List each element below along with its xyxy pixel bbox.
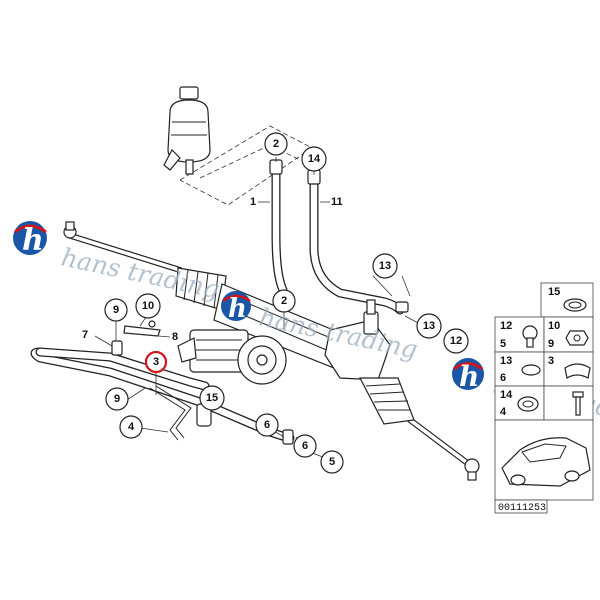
legend-reference-number: 00111253 xyxy=(498,503,546,514)
svg-text:13: 13 xyxy=(423,320,435,332)
callout-3[interactable]: 3 xyxy=(144,350,168,374)
fluid-reservoir xyxy=(163,86,211,175)
legend-panel: 15 12 5 10 9 13 6 3 14 4 00111253 xyxy=(494,282,594,514)
callout-13-low[interactable]: 13 xyxy=(416,313,442,339)
svg-text:4: 4 xyxy=(128,421,135,433)
legend-label-3: 3 xyxy=(548,355,554,367)
svg-text:2: 2 xyxy=(281,295,287,307)
left-bellow xyxy=(175,267,227,311)
right-tie-rod xyxy=(407,417,480,481)
svg-text:12: 12 xyxy=(450,335,462,347)
legend-label-5: 5 xyxy=(500,338,506,350)
callout-5[interactable]: 5 xyxy=(320,450,344,474)
svg-text:h: h xyxy=(459,360,479,393)
label-1: 1 xyxy=(250,196,256,208)
svg-text:5: 5 xyxy=(329,456,335,468)
svg-text:10: 10 xyxy=(142,300,154,312)
callout-13-top[interactable]: 13 xyxy=(372,253,398,279)
svg-text:2: 2 xyxy=(273,138,279,150)
left-tie-rod xyxy=(63,221,183,273)
label-7: 7 xyxy=(82,329,88,341)
right-bellow xyxy=(359,377,415,425)
steering-rack xyxy=(213,283,391,381)
legend-label-6: 6 xyxy=(500,372,506,384)
car-thumbnail xyxy=(501,437,591,487)
callout-9-low[interactable]: 9 xyxy=(105,387,129,411)
svg-text:h: h xyxy=(228,294,247,324)
callout-6-a[interactable]: 6 xyxy=(255,413,279,437)
callout-14[interactable]: 14 xyxy=(301,146,327,172)
pump-motor xyxy=(177,329,287,385)
callout-10[interactable]: 10 xyxy=(135,293,161,319)
svg-text:6: 6 xyxy=(264,419,270,431)
label-8: 8 xyxy=(172,331,178,343)
hose-1 xyxy=(269,159,288,295)
svg-text:9: 9 xyxy=(113,304,119,316)
svg-text:15: 15 xyxy=(206,392,218,404)
legend-label-4: 4 xyxy=(500,406,507,418)
svg-text:9: 9 xyxy=(114,393,120,405)
hose-11 xyxy=(307,169,409,315)
label-11: 11 xyxy=(331,196,343,208)
callout-15[interactable]: 15 xyxy=(199,385,225,411)
svg-text:h: h xyxy=(22,223,44,258)
svg-text:13: 13 xyxy=(379,260,391,272)
callout-4[interactable]: 4 xyxy=(119,415,143,439)
watermark-band-1: hans trading h xyxy=(13,221,222,304)
svg-text:6: 6 xyxy=(302,440,308,452)
legend-label-13: 13 xyxy=(500,355,512,367)
bracket-parts xyxy=(111,320,161,356)
legend-label-14: 14 xyxy=(500,389,513,401)
callout-2-mid[interactable]: 2 xyxy=(272,289,296,313)
callout-6-b[interactable]: 6 xyxy=(293,434,317,458)
legend-label-10: 10 xyxy=(548,320,560,332)
svg-text:14: 14 xyxy=(308,153,321,165)
callout-2[interactable]: 2 xyxy=(264,132,288,156)
watermark-text: hans trading xyxy=(59,243,222,305)
legend-label-12: 12 xyxy=(500,320,512,332)
callout-9-top[interactable]: 9 xyxy=(104,298,128,322)
legend-label-9: 9 xyxy=(548,338,554,350)
callout-12[interactable]: 12 xyxy=(443,328,469,354)
legend-label-15: 15 xyxy=(548,286,560,298)
svg-text:3: 3 xyxy=(153,356,159,368)
